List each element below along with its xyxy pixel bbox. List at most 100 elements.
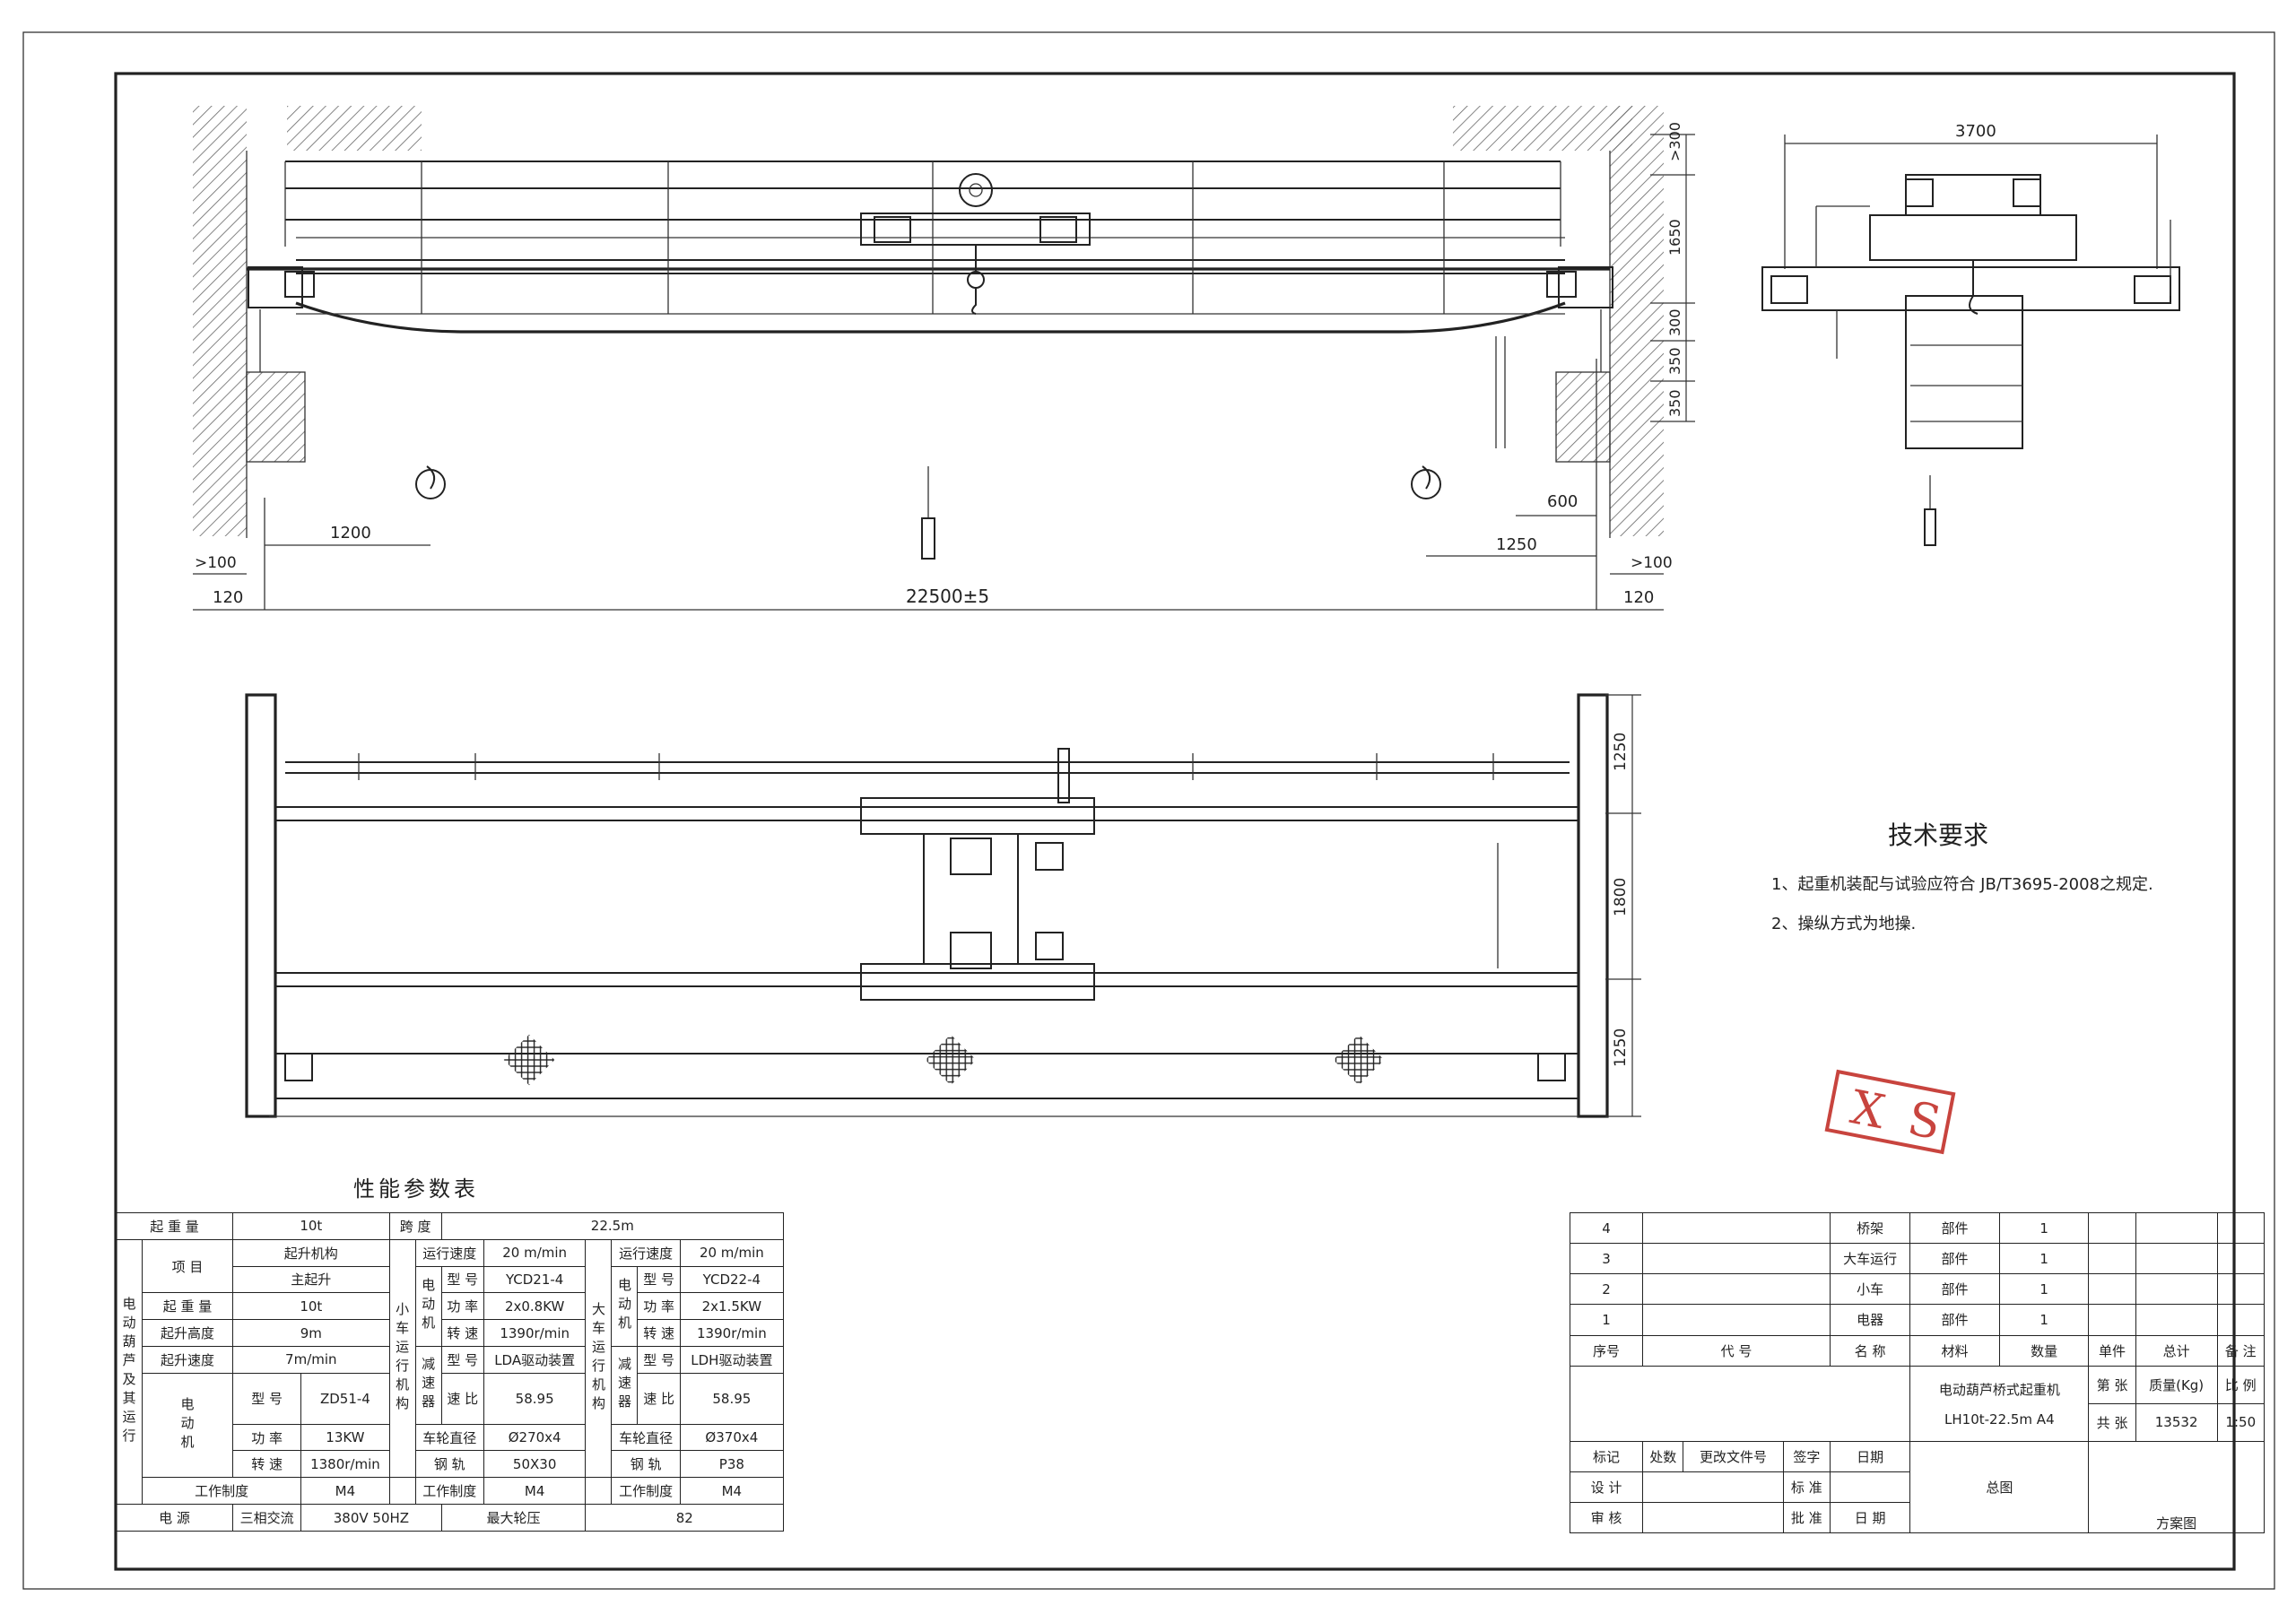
label: 型 号 bbox=[637, 1265, 681, 1294]
label: 转 速 bbox=[440, 1319, 484, 1347]
part-no: 4 bbox=[1570, 1211, 1643, 1245]
file-label: 更改文件号 bbox=[1683, 1440, 1784, 1472]
capacity-value: 10t bbox=[232, 1212, 390, 1240]
value: YCD21-4 bbox=[483, 1265, 587, 1294]
value: 2x1.5KW bbox=[679, 1292, 785, 1321]
scale-label: 比 例 bbox=[2216, 1365, 2266, 1404]
header-note: 备 注 bbox=[2216, 1334, 2266, 1367]
max-load-value: 82 bbox=[585, 1504, 784, 1532]
value: ZD51-4 bbox=[300, 1372, 390, 1425]
mark-label: 标记 bbox=[1570, 1440, 1643, 1472]
front-elevation: 22500±5 120 120 >100 >100 1200 1250 600 … bbox=[193, 106, 1695, 611]
label: 工作制度 bbox=[141, 1477, 302, 1506]
part-name: 桥架 bbox=[1829, 1211, 1911, 1245]
trolley-motor-label: 电动机 bbox=[414, 1265, 442, 1347]
trolley-duty: M4 bbox=[483, 1477, 587, 1506]
sheet-label: 第 张 bbox=[2088, 1365, 2136, 1404]
header-material: 材料 bbox=[1909, 1334, 2000, 1367]
label: 功 率 bbox=[440, 1292, 484, 1321]
part-qty: 1 bbox=[1998, 1304, 2090, 1336]
product-model: LH10t-22.5m A4 bbox=[1944, 1410, 2055, 1428]
product-name: 电动葫芦桥式起重机 bbox=[1938, 1381, 2060, 1398]
review-label: 审 核 bbox=[1570, 1501, 1643, 1534]
value: 7m/min bbox=[232, 1345, 390, 1374]
span-value: 22.5m bbox=[440, 1212, 785, 1240]
header-total: 总计 bbox=[2135, 1334, 2218, 1367]
date-label: 日期 bbox=[1829, 1440, 1911, 1472]
dim-side-width: 3700 bbox=[1955, 122, 1996, 141]
bridge-wheel: Ø370x4 bbox=[679, 1423, 785, 1452]
dim-350a: 350 bbox=[1666, 347, 1683, 375]
part-material: 部件 bbox=[1909, 1211, 2000, 1245]
count-label: 处数 bbox=[1641, 1440, 1684, 1472]
design-label: 设 计 bbox=[1570, 1471, 1643, 1503]
title-block: 4 桥架 部件 1 3 大车运行 部件 1 2 小车 部件 1 1 电器 部件 … bbox=[1569, 1211, 2266, 1534]
part-qty: 1 bbox=[1998, 1273, 2090, 1306]
part-code bbox=[1642, 1243, 1831, 1275]
total-label: 共 张 bbox=[2088, 1402, 2136, 1442]
hoist-duty: M4 bbox=[300, 1477, 390, 1506]
label: 起升速度 bbox=[142, 1345, 233, 1374]
bridge-group-label: 大车运行机构 bbox=[585, 1238, 613, 1479]
dim-offset: 600 bbox=[1547, 492, 1578, 511]
label: 车轮直径 bbox=[414, 1423, 484, 1452]
span-label: 跨 度 bbox=[388, 1212, 442, 1240]
part-qty: 1 bbox=[1998, 1243, 2090, 1275]
right-wall-hatch bbox=[1610, 106, 1664, 536]
left-wall-hatch bbox=[193, 106, 247, 536]
part-qty: 1 bbox=[1998, 1211, 2090, 1245]
value: 58.95 bbox=[679, 1372, 785, 1425]
dim-top-clear: >300 bbox=[1666, 122, 1683, 161]
dim-plan-1250b: 1250 bbox=[1612, 1028, 1630, 1067]
label: 工作制度 bbox=[611, 1477, 681, 1506]
sheet-border-inner bbox=[114, 72, 2236, 1571]
bridge-speed: 20 m/min bbox=[679, 1238, 785, 1267]
dim-clear-left: >100 bbox=[195, 554, 237, 572]
part-no: 1 bbox=[1570, 1304, 1643, 1336]
label: 型 号 bbox=[231, 1372, 302, 1425]
bridge-reducer-label: 减速器 bbox=[611, 1345, 639, 1425]
label: 功 率 bbox=[637, 1292, 681, 1321]
dim-end-left: 120 bbox=[213, 588, 243, 607]
product-title: 电动葫芦桥式起重机 LH10t-22.5m A4 bbox=[1909, 1365, 2090, 1442]
dim-hook-left: 1200 bbox=[330, 524, 371, 542]
value: 10t bbox=[232, 1292, 390, 1321]
tech-item: 1、起重机装配与试验应符合 JB/T3695-2008之规定. bbox=[1771, 875, 2153, 894]
label: 转 速 bbox=[231, 1450, 302, 1479]
tech-item: 2、操纵方式为地操. bbox=[1771, 915, 1917, 933]
bridge-duty: M4 bbox=[679, 1477, 785, 1506]
part-code bbox=[1642, 1304, 1831, 1336]
part-name: 电器 bbox=[1829, 1304, 1911, 1336]
part-code bbox=[1642, 1211, 1831, 1245]
header-qty: 数量 bbox=[1998, 1334, 2090, 1367]
label: 速 比 bbox=[440, 1372, 484, 1425]
value: LDH驱动装置 bbox=[679, 1345, 785, 1374]
part-material: 部件 bbox=[1909, 1243, 2000, 1275]
label: 钢 轨 bbox=[611, 1450, 681, 1479]
dim-clear-right: >100 bbox=[1631, 554, 1673, 572]
header-name: 名 称 bbox=[1829, 1334, 1911, 1367]
hoist-motor-label: 电动机 bbox=[142, 1372, 233, 1479]
bridge-motor-label: 电动机 bbox=[611, 1265, 639, 1347]
header-no: 序号 bbox=[1570, 1334, 1643, 1367]
sign-label: 签字 bbox=[1782, 1440, 1831, 1472]
item-label: 项 目 bbox=[142, 1238, 233, 1294]
trolley-speed-label: 运行速度 bbox=[414, 1238, 484, 1267]
part-no: 2 bbox=[1570, 1273, 1643, 1306]
bridge-rail: P38 bbox=[679, 1450, 785, 1479]
header-code: 代 号 bbox=[1642, 1334, 1831, 1367]
tech-title: 技术要求 bbox=[1888, 820, 1989, 850]
power-value: 380V 50HZ bbox=[300, 1504, 442, 1532]
trolley-reducer-label: 减速器 bbox=[414, 1345, 442, 1425]
label: 速 比 bbox=[637, 1372, 681, 1425]
trolley-wheel: Ø270x4 bbox=[483, 1423, 587, 1452]
performance-table-title: 性能参数表 bbox=[353, 1176, 479, 1202]
value: 9m bbox=[232, 1319, 390, 1347]
value: 58.95 bbox=[483, 1372, 587, 1425]
dim-span: 22500±5 bbox=[906, 586, 989, 607]
plan-view: 1250 1800 1250 bbox=[245, 693, 1641, 1118]
trolley-rail: 50X30 bbox=[483, 1450, 587, 1479]
part-no: 3 bbox=[1570, 1243, 1643, 1275]
value: YCD22-4 bbox=[679, 1265, 785, 1294]
